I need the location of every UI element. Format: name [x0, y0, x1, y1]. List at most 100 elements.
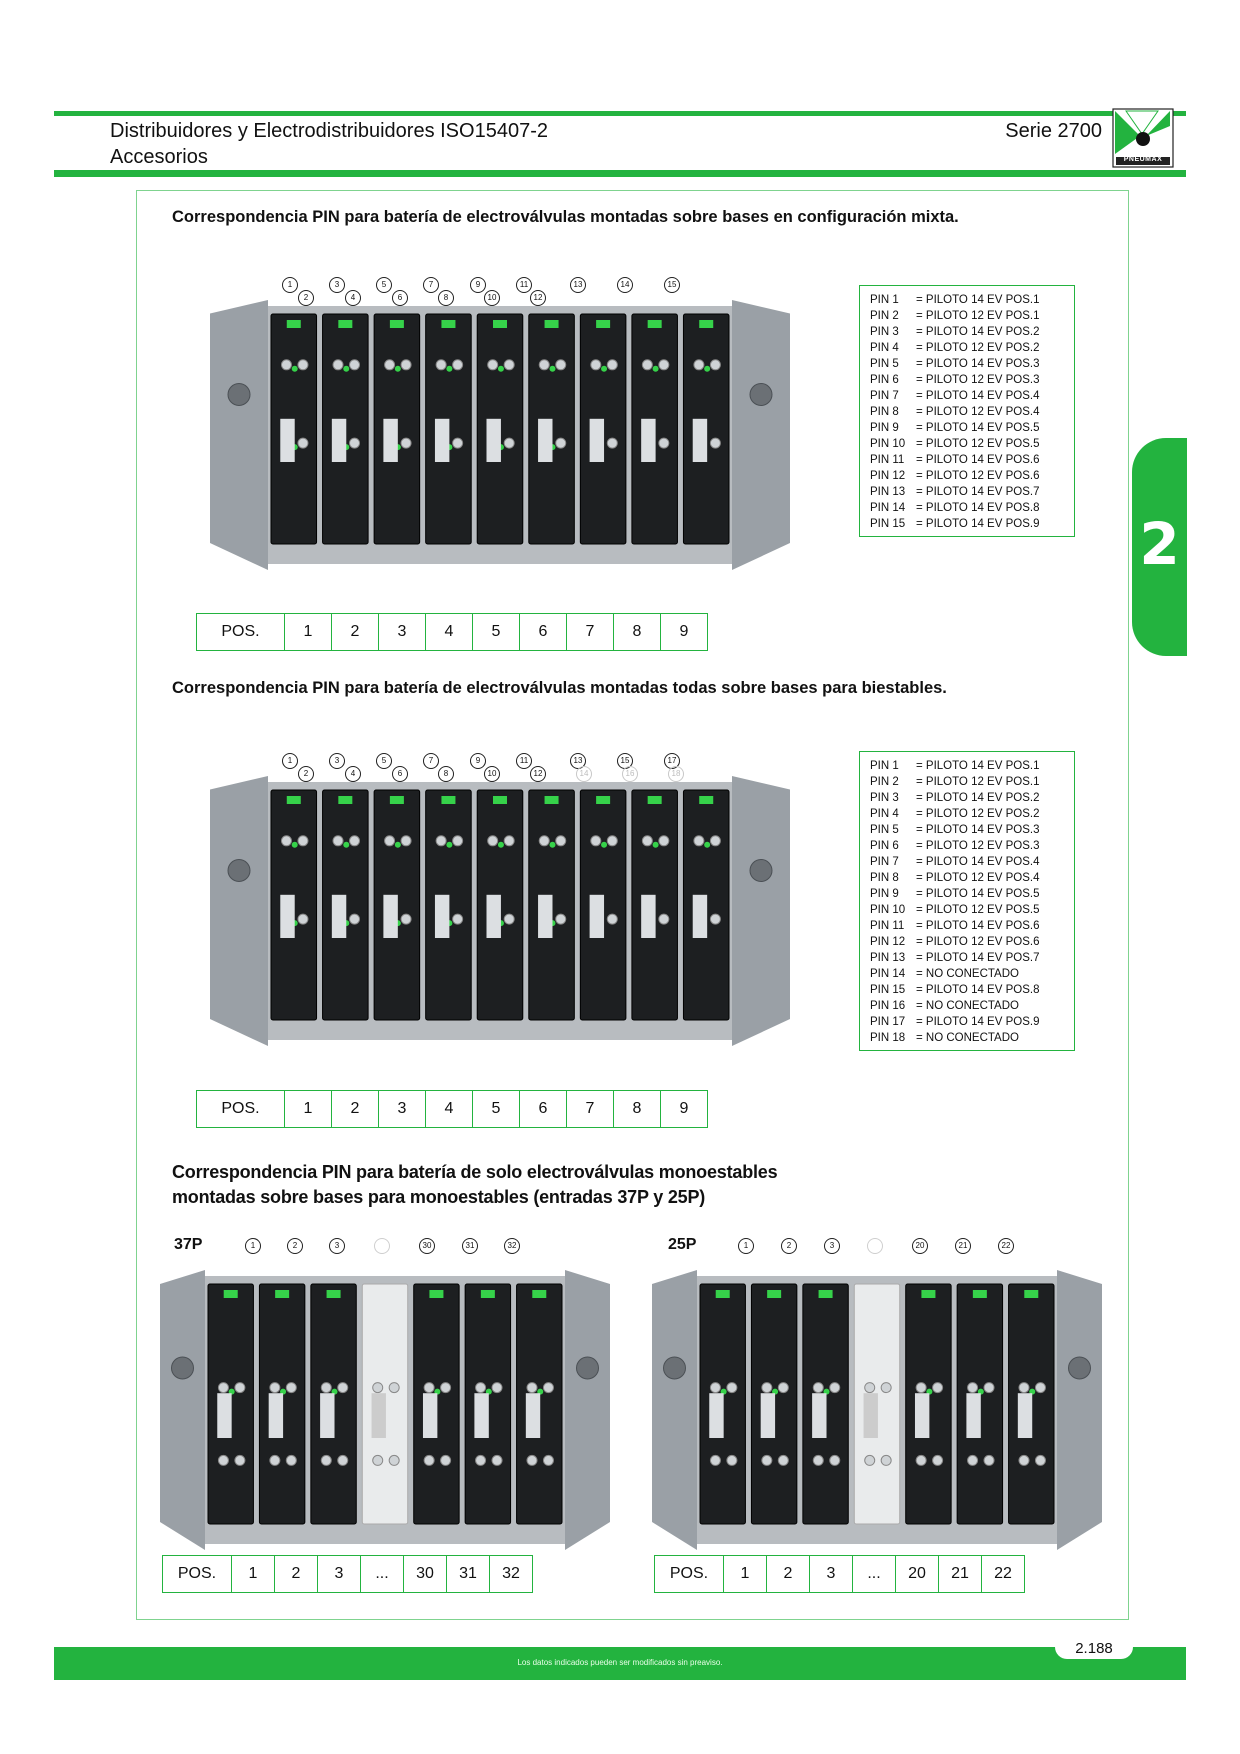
valve-knob: [440, 1382, 452, 1394]
pin-number: PIN 4: [870, 342, 899, 354]
valve-knob: [967, 1382, 979, 1394]
right-end-plate: [732, 776, 790, 1046]
pin-legend-row: PIN 14= PILOTO 14 EV POS.8: [870, 500, 1074, 516]
valve-indicator: [331, 1388, 338, 1395]
pin-circle: 22: [998, 1238, 1014, 1254]
valve-knob: [555, 835, 567, 847]
pos-cell: 7: [566, 614, 613, 650]
pin-circle: 6: [392, 766, 408, 782]
pin-assignment: = PILOTO 12 EV POS.3: [916, 840, 1040, 852]
pin-assignment: = PILOTO 14 EV POS.4: [916, 856, 1040, 868]
pin-number: PIN 14: [870, 502, 906, 514]
pin-legend-row: PIN 6= PILOTO 12 EV POS.3: [870, 838, 1074, 854]
valve-label-plate: [760, 1393, 776, 1438]
valve-led: [441, 320, 456, 328]
pin-number: PIN 14: [870, 968, 906, 980]
series-label: Serie 2700: [1005, 120, 1102, 142]
pos-cell: 8: [613, 614, 660, 650]
pin-number: PIN 12: [870, 936, 906, 948]
valve-knob: [320, 1454, 332, 1466]
pin-number: PIN 2: [870, 310, 899, 322]
valve-label-plate: [383, 894, 398, 938]
pos-cell: 2: [766, 1556, 809, 1592]
pin-assignment: = NO CONECTADO: [916, 968, 1019, 980]
valve-knob: [1034, 1454, 1046, 1466]
valve-knob: [709, 437, 721, 449]
pos-cell: ...: [852, 1556, 895, 1592]
valve-knob: [983, 1382, 995, 1394]
pin-number: PIN 3: [870, 326, 899, 338]
valve-knob: [349, 835, 361, 847]
pin-circle: 13: [570, 277, 586, 293]
valve-knob: [829, 1382, 841, 1394]
valve-knob: [280, 359, 292, 371]
pos-cell: 22: [981, 1556, 1024, 1592]
valve-knob: [384, 359, 396, 371]
valve-label-plate: [331, 894, 347, 938]
valve-indicator: [291, 841, 298, 848]
valve-knob: [864, 1382, 876, 1394]
content-frame: [136, 190, 1129, 1620]
pin-number: PIN 5: [870, 824, 899, 836]
valve-knob: [606, 835, 618, 847]
valve-knob: [297, 835, 309, 847]
pin-circle: 9: [470, 277, 486, 293]
pin-assignment: = PILOTO 14 EV POS.5: [916, 888, 1040, 900]
valve-knob: [349, 359, 361, 371]
pin-circle: 1: [738, 1238, 754, 1254]
valve-knob: [491, 1382, 503, 1394]
valve-knob: [452, 437, 464, 449]
valve-indicator: [704, 841, 711, 848]
pin-legend-row: PIN 11= PILOTO 14 EV POS.6: [870, 918, 1074, 934]
valve-knob: [542, 1454, 554, 1466]
pin-circle: 2: [781, 1238, 797, 1254]
valve-knob: [297, 913, 309, 925]
pin-number: PIN 16: [870, 1000, 906, 1012]
end-plate-screw: [227, 859, 251, 882]
valve-knob: [423, 1382, 435, 1394]
valve-indicator: [823, 1388, 830, 1395]
valve-led: [389, 796, 404, 804]
pin-legend-row: PIN 2= PILOTO 12 EV POS.1: [870, 774, 1074, 790]
pos-cell: 32: [489, 1556, 532, 1592]
header-top-rule: [54, 111, 1186, 116]
valve-label-plate: [434, 418, 450, 462]
valve-label-plate: [692, 418, 708, 462]
pin-number: PIN 5: [870, 358, 899, 370]
pin-circle: 3: [329, 1238, 345, 1254]
left-end-plate: [160, 1270, 205, 1550]
valve-knob: [812, 1382, 824, 1394]
pos-cell: 2: [331, 1091, 378, 1127]
valve-label-plate: [486, 418, 501, 462]
pin-number: PIN 10: [870, 438, 906, 450]
valve-knob: [1018, 1454, 1030, 1466]
valve-knob: [709, 1382, 721, 1394]
valve-knob: [777, 1382, 789, 1394]
valve-indicator: [601, 841, 608, 848]
valve-knob: [526, 1454, 538, 1466]
page-subtitle: Accesorios: [110, 146, 208, 168]
pos-cell: 2: [274, 1556, 317, 1592]
valve-knob: [777, 1454, 789, 1466]
chapter-tab-number: 2: [1139, 510, 1180, 578]
chapter-tab[interactable]: [1132, 438, 1187, 656]
pin-assignment: = PILOTO 14 EV POS.6: [916, 454, 1040, 466]
pin-circle: 12: [530, 766, 546, 782]
pin-circle: 11: [516, 753, 532, 769]
pin-number: PIN 1: [870, 760, 899, 772]
pin-assignment: = PILOTO 12 EV POS.4: [916, 872, 1040, 884]
valve-knob: [452, 359, 464, 371]
pin-circle: 11: [516, 277, 532, 293]
valve-knob: [503, 835, 515, 847]
valve-label-plate: [217, 1393, 232, 1438]
valve-led: [532, 1290, 547, 1298]
pin-circle: 5: [376, 753, 392, 769]
pin-assignment: = PILOTO 12 EV POS.1: [916, 776, 1040, 788]
pin-circle: 8: [438, 766, 454, 782]
pin-legend-row: PIN 15= PILOTO 14 EV POS.8: [870, 982, 1074, 998]
valve-knob: [452, 913, 464, 925]
pin-legend-row: PIN 4= PILOTO 12 EV POS.2: [870, 806, 1074, 822]
pos-cell: 3: [809, 1556, 852, 1592]
